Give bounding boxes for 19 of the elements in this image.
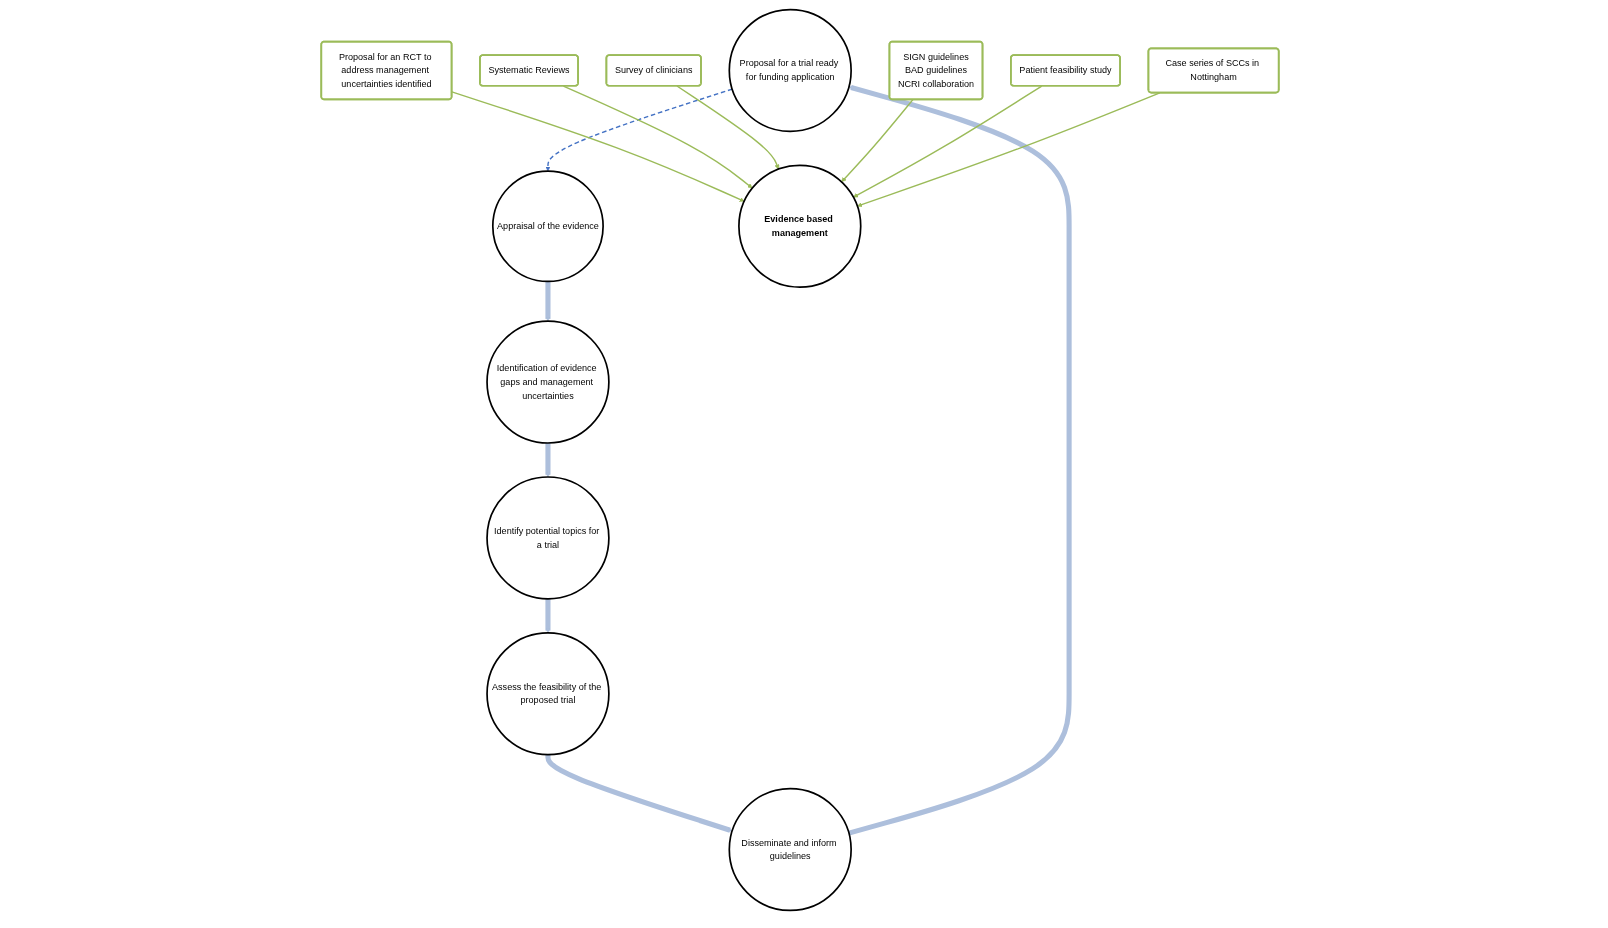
node-circle: Proposal for a trial ready for funding application: [728, 8, 852, 133]
arrow: [545, 281, 551, 322]
arrow: [857, 92, 1161, 208]
arrow: [853, 85, 1043, 198]
arrow: [676, 85, 780, 170]
node-circle: Identify potential topics for a trial: [486, 476, 610, 600]
node-circle: Disseminate and inform guidelines: [728, 787, 852, 912]
arrow: [848, 85, 1072, 836]
arrow: [545, 754, 733, 833]
node-circle: Identification of evidence gaps and management uncertainties: [486, 320, 610, 444]
arrow: [545, 88, 733, 172]
node-circle: Assess the feasibility of the proposed trial: [486, 631, 610, 756]
node-circle: Appraisal of the evidence: [491, 170, 604, 283]
arrow: [451, 91, 745, 202]
arrow: [545, 443, 551, 478]
arrow: [841, 98, 914, 183]
node-circle: Evidence based management: [738, 164, 862, 289]
arrow: [545, 598, 551, 634]
arrow: [562, 85, 753, 189]
